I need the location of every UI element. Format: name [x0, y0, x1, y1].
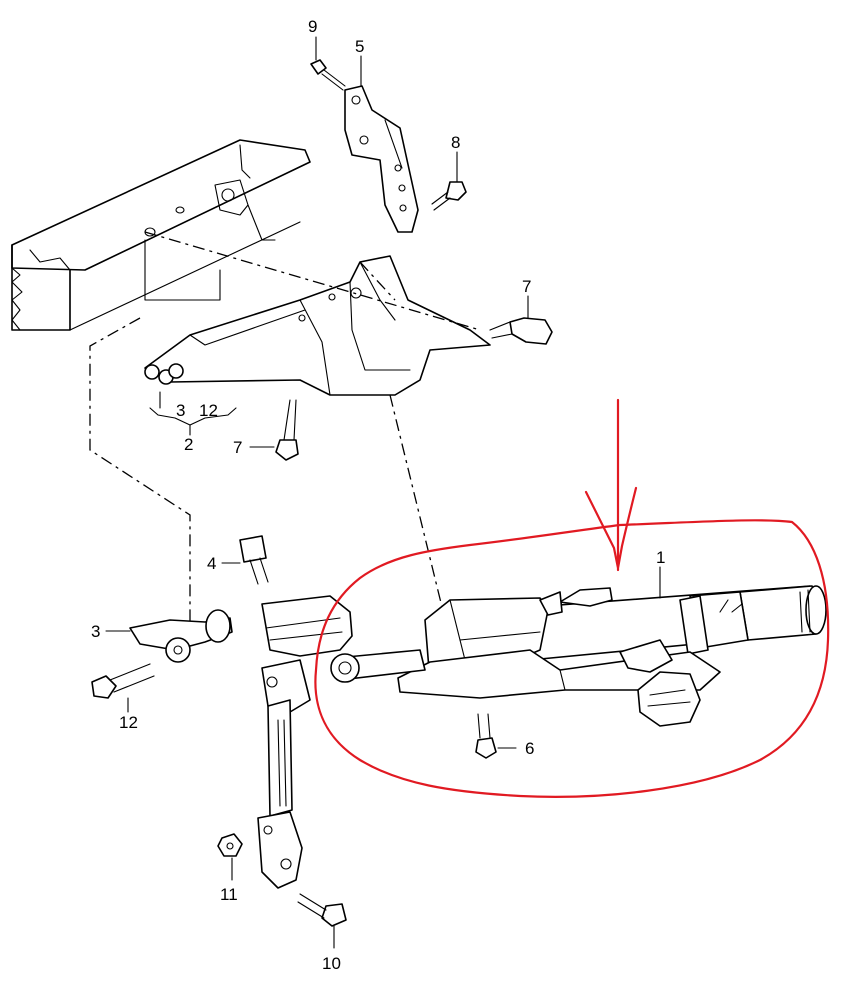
- red-annotation: [314, 398, 830, 798]
- bolt-part-7-lower: [249, 399, 299, 461]
- bolt-part-8: [431, 151, 467, 211]
- callout-11: 11: [220, 885, 238, 904]
- steering-column-part-1: [330, 585, 827, 727]
- callout-4: 4: [207, 554, 216, 573]
- callout-9: 9: [308, 17, 317, 36]
- callout-1: 1: [656, 548, 665, 567]
- mounting-bracket-part-2: [144, 239, 491, 396]
- cross-member-beam: [11, 139, 311, 331]
- callout-labels: 9 5 8 7 3 12 2 7 4 1 3 12 6 11 10: [91, 17, 665, 973]
- callout-7-top: 7: [522, 277, 531, 296]
- bolt-part-4: [221, 535, 269, 585]
- leader-lines: [189, 55, 661, 599]
- nut-part-11: [217, 833, 243, 881]
- callout-2: 2: [184, 435, 193, 454]
- bolt-part-12: [91, 663, 155, 713]
- callout-3-left: 3: [91, 622, 100, 641]
- callout-bracket-group-2: [149, 391, 237, 426]
- bolt-part-6: [475, 713, 517, 759]
- clamp-lever-part-3: [105, 609, 233, 663]
- bolt-part-7-upper: [489, 295, 553, 345]
- callout-8: 8: [451, 133, 460, 152]
- intermediate-shaft: [257, 595, 353, 889]
- red-freehand-circle: [314, 519, 830, 798]
- callout-3-group: 3: [176, 401, 185, 420]
- callout-12-group: 12: [199, 401, 218, 420]
- bracket-part-5: [344, 85, 419, 233]
- callout-12-bottom: 12: [119, 713, 138, 732]
- callout-5: 5: [355, 37, 364, 56]
- callout-6: 6: [525, 739, 534, 758]
- bolt-part-10: [297, 893, 347, 949]
- bolt-part-9: [310, 36, 346, 91]
- callout-10: 10: [322, 954, 341, 973]
- red-down-arrow-icon: [584, 398, 638, 572]
- callout-7-mid: 7: [233, 438, 242, 457]
